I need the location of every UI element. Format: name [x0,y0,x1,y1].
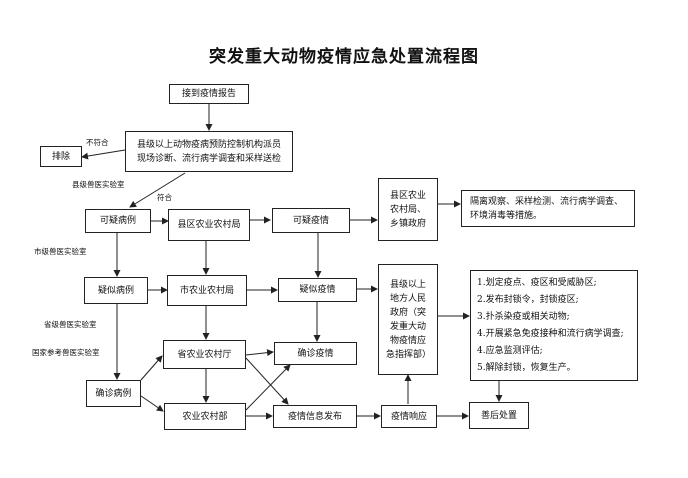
county-agri-bureau-label: 县区农业农村局 [177,220,241,230]
aftermath-box: 善后处置 [469,402,529,429]
provincial-agri-dept-box: 省农业农村厅 [163,340,246,369]
isolation-measures-box: 隔离观察、采样检测、流行病学调查、环境消毒等措施。 [461,190,635,227]
exclude-label: 排除 [51,151,70,162]
isolation-measures-label: 隔离观察、采样检测、流行病学调查、环境消毒等措施。 [470,196,624,221]
confirmed-epidemic-box: 确诊疫情 [274,342,357,365]
likely-epidemic-box: 疑似疫情 [278,278,357,302]
match-label: 符合 [157,193,172,202]
county-agency-box: 县级以上动物疫病预防控制机构派员 现场诊断、流行病学调查和采样送检 [125,131,293,172]
measure-item: 1.划定疫点、疫区和受威胁区; [477,277,597,288]
receive-report-label: 接到疫情报告 [181,89,236,99]
info-release-label: 疫情信息发布 [287,411,342,422]
measures-box: 1.划定疫点、疫区和受威胁区; 2.发布封锁令，封锁疫区; 3.扑杀染疫或相关动… [470,270,638,381]
suspect-epidemic-box: 可疑疫情 [272,208,350,233]
exclude-box: 排除 [40,146,82,167]
confirmed-epidemic-label: 确诊疫情 [297,348,334,359]
likely-case-box: 疑似病例 [84,277,148,304]
county-agency-line-2: 现场诊断、流行病学调查和采样送检 [136,153,281,164]
confirmed-case-label: 确诊病例 [95,388,132,399]
likely-epidemic-label: 疑似疫情 [299,285,336,295]
county-gov-box: 县区农业农村局、乡镇政府 [378,178,438,241]
measure-item: 2.发布封锁令，封锁疫区; [477,294,579,305]
national-lab-label: 国家参考兽医实验室 [32,348,100,357]
county-gov-label: 县区农业农村局、乡镇政府 [389,190,426,229]
provincial-agri-dept-label: 省农业农村厅 [177,349,232,360]
page-title: 突发重大动物疫情应急处置流程图 [209,47,479,67]
measure-item: 4.开展紧急免疫接种和流行病学调查; [477,328,624,339]
likely-case-label: 疑似病例 [97,285,134,296]
ministry-box: 农业农村部 [164,403,246,430]
aftermath-label: 善后处置 [480,410,517,421]
measure-item: 4.应急监测评估; [477,345,543,356]
suspect-epidemic-label: 可疑疫情 [292,215,329,226]
city-lab-label: 市级兽医实验室 [34,247,87,256]
confirmed-case-box: 确诊病例 [86,380,141,407]
county-lab-label: 县级兽医实验室 [72,180,125,189]
suspect-case-label: 可疑病例 [99,216,136,226]
county-agri-bureau-box: 县区农业农村局 [168,209,250,241]
epidemic-response-box: 疫情响应 [381,405,437,428]
county-agency-line-1: 县级以上动物疫病预防控制机构派员 [136,139,281,150]
epidemic-response-label: 疫情响应 [390,411,427,422]
ministry-label: 农业农村部 [182,411,228,422]
info-release-box: 疫情信息发布 [273,405,357,428]
local-gov-label: 县级以上地方人民政府（突发重大动物疫情应急指挥部） [386,279,432,360]
city-agri-bureau-box: 市农业农村局 [167,275,247,306]
not-match-label: 不符合 [86,138,109,147]
provincial-lab-label: 省级兽医实验室 [44,320,97,329]
receive-report-box: 接到疫情报告 [169,84,249,104]
local-gov-box: 县级以上地方人民政府（突发重大动物疫情应急指挥部） [378,264,438,375]
measure-item: 3.扑杀染疫或相关动物; [477,311,570,322]
measure-item: 5.解除封锁，恢复生产。 [477,362,576,373]
suspect-case-box: 可疑病例 [85,209,151,233]
city-agri-bureau-label: 市农业农村局 [179,285,234,296]
